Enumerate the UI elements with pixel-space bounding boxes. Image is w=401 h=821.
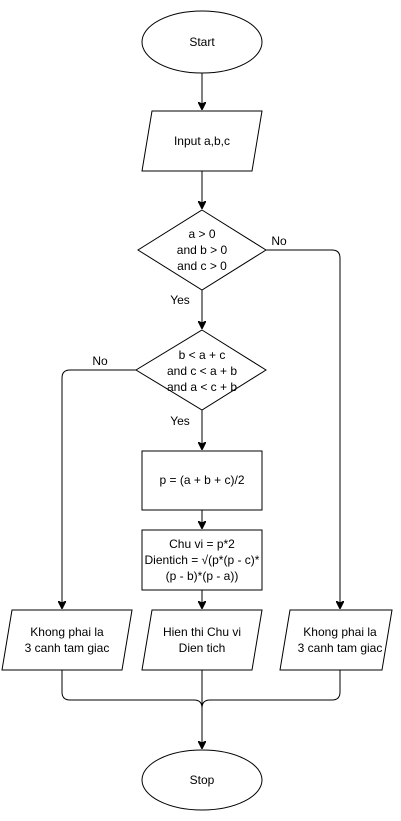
process-node-p: p = (a + b + c)/2	[141, 450, 263, 511]
label-cond2-no: No	[92, 354, 108, 368]
process-node-area: Chu vi = p*2 Dientich = √(p*(p - c)* (p …	[141, 529, 263, 591]
calc-area-line-1: Chu vi = p*2	[169, 537, 235, 551]
display-line-2: Dien tich	[179, 641, 226, 655]
cond1-line-2: and b > 0	[177, 243, 228, 257]
cond2-line-1: b < a + c	[179, 348, 226, 362]
output-node-right: Khong phai la 3 canh tam giac	[279, 609, 393, 671]
decision-node-positive: a > 0 and b > 0 and c > 0	[137, 209, 267, 291]
left-output-line-1: Khong phai la	[30, 625, 104, 639]
stop-label: Stop	[190, 773, 215, 787]
output-node-left: Khong phai la 3 canh tam giac	[1, 609, 133, 671]
label-cond2-yes: Yes	[170, 414, 190, 428]
start-label: Start	[189, 35, 215, 49]
display-line-1: Hien thi Chu vi	[163, 625, 241, 639]
edge-cond1-no	[266, 249, 340, 608]
input-node: Input a,b,c	[141, 110, 263, 172]
right-output-line-2: 3 canh tam giac	[298, 641, 383, 655]
cond2-line-3: and a < c + b	[167, 380, 237, 394]
start-node: Start	[141, 10, 263, 74]
input-label: Input a,b,c	[174, 134, 230, 148]
cond1-line-3: and c > 0	[177, 259, 227, 273]
right-output-line-1: Khong phai la	[303, 625, 377, 639]
cond2-line-2: and c < a + b	[167, 364, 237, 378]
calc-area-line-3: (p - b)*(p - a))	[166, 569, 239, 583]
edge-left-to-stop	[61, 670, 203, 709]
calc-p-label: p = (a + b + c)/2	[159, 473, 244, 487]
left-output-line-2: 3 canh tam giac	[25, 641, 110, 655]
edge-cond2-no	[62, 369, 136, 608]
edges	[62, 73, 340, 748]
label-cond1-yes: Yes	[170, 293, 190, 307]
calc-area-line-2: Dientich = √(p*(p - c)*	[145, 553, 260, 567]
output-node-display: Hien thi Chu vi Dien tich	[141, 609, 263, 671]
decision-node-triangle: b < a + c and c < a + b and a < c + b	[135, 329, 267, 411]
edge-right-to-stop	[201, 670, 341, 709]
cond1-line-1: a > 0	[188, 227, 215, 241]
stop-node: Stop	[141, 749, 263, 811]
label-cond1-no: No	[271, 234, 287, 248]
